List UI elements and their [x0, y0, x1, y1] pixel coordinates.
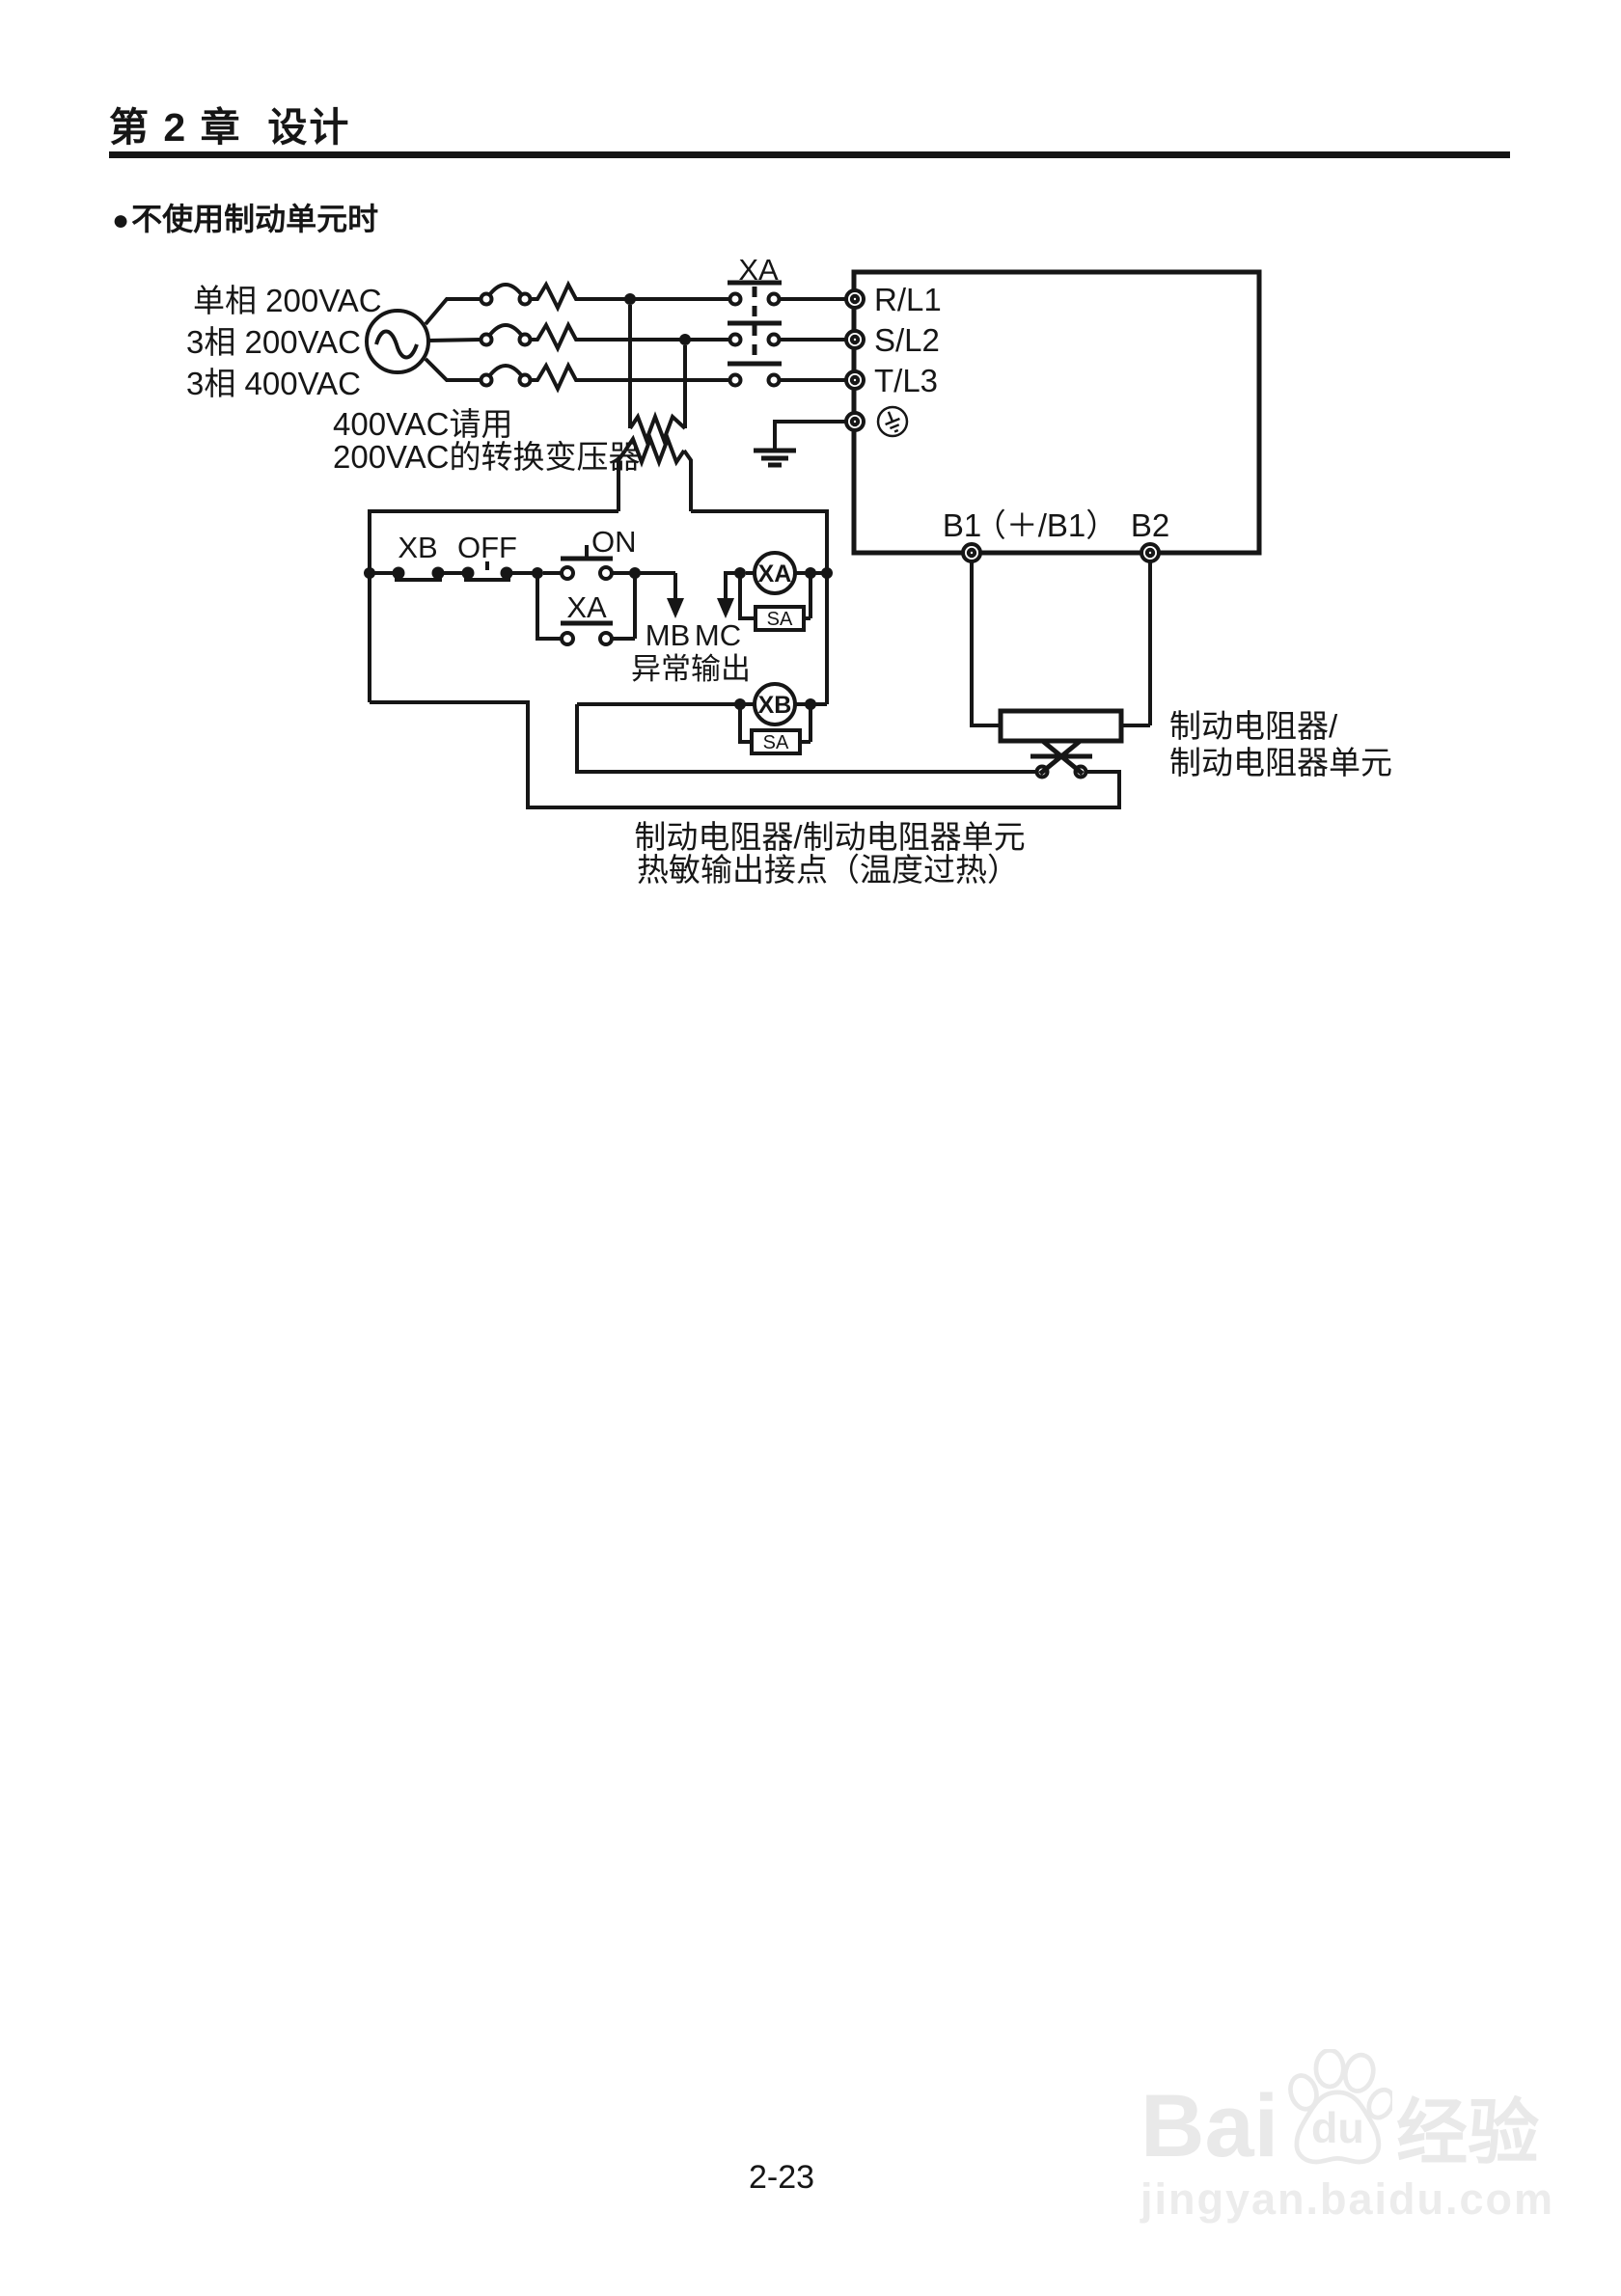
breaker-s-phase — [479, 320, 729, 353]
chapter-header: 第 2 章 设计 — [109, 105, 351, 150]
mc-label: MC — [695, 618, 741, 652]
transformer-note-1: 400VAC请用 — [333, 406, 512, 442]
section-heading: ●不使用制动单元时 — [112, 195, 378, 239]
on-button-label: ON — [591, 525, 637, 559]
breaker-t-phase — [479, 361, 729, 394]
junction-dot — [679, 334, 691, 345]
watermark-brand-row: Bai du 经验 — [1140, 2049, 1546, 2175]
contactor-xa: XA — [728, 253, 846, 388]
terminal-b1 — [961, 542, 982, 563]
b2-label: B2 — [1131, 507, 1169, 543]
source-label-1: 单相 200VAC — [193, 283, 382, 318]
bullet-icon: ● — [112, 205, 130, 236]
xb-contact-label: XB — [398, 531, 437, 564]
caption-line-1: 制动电阻器/制动电阻器单元 — [634, 819, 1025, 855]
brake-resistor — [970, 561, 1152, 744]
terminal-b2 — [1140, 542, 1161, 563]
header-rule — [109, 151, 1510, 158]
thermal-contact — [1030, 737, 1092, 779]
watermark-bai: Bai — [1140, 2076, 1279, 2175]
earth-connection — [754, 420, 846, 468]
transformer — [617, 305, 693, 511]
on-button — [543, 545, 675, 581]
baidu-paw-icon: du — [1288, 2049, 1393, 2165]
xb-coil: XB — [753, 682, 797, 726]
terminal-ground — [844, 411, 865, 432]
terminal-label-r: R/L1 — [874, 282, 942, 317]
control-wire-right-bus — [691, 509, 829, 704]
source-label-2: 3相 200VAC — [186, 324, 361, 360]
terminal-r-l1 — [844, 288, 865, 310]
mb-arrow — [667, 573, 684, 618]
caption-line-2: 热敏输出接点（温度过热） — [637, 852, 1019, 888]
off-button — [461, 561, 513, 582]
control-wire-left — [368, 509, 618, 702]
resistor-label-2: 制动电阻器单元 — [1169, 745, 1392, 780]
xa-holding-contact — [536, 573, 637, 646]
ac-source — [365, 309, 430, 374]
sa-label-1: SA — [767, 609, 793, 630]
xb-interlock-contact — [392, 566, 445, 582]
terminal-label-s: S/L2 — [874, 322, 940, 358]
terminal-t-l3 — [844, 369, 865, 391]
sine-wave-icon — [374, 329, 419, 360]
off-button-label: OFF — [457, 531, 517, 564]
xa-coil: XA — [753, 551, 797, 595]
section-title: 不使用制动单元时 — [131, 202, 379, 236]
breaker-r-phase — [479, 280, 729, 313]
xb-coil-label: XB — [758, 692, 792, 719]
resistor-label-1: 制动电阻器/ — [1169, 708, 1338, 744]
sa-surge-absorber-2: SA — [738, 704, 812, 755]
wiring-diagram: 单相 200VAC 3相 200VAC 3相 400VAC XA — [186, 253, 1392, 888]
watermark-jingyan: 经验 — [1396, 2092, 1540, 2173]
junction-dot — [624, 293, 636, 305]
b1-label: B1 — [943, 507, 981, 543]
terminal-s-l2 — [844, 329, 865, 350]
b1-alt-label: （＋/B1） — [975, 507, 1118, 543]
thermal-loop-wire — [370, 700, 1121, 809]
mb-label: MB — [646, 618, 691, 652]
xa-contact-label: XA — [566, 590, 607, 624]
mc-arrow — [717, 571, 740, 618]
watermark-url: jingyan.baidu.com — [1140, 2174, 1555, 2224]
terminal-label-t: T/L3 — [874, 363, 938, 398]
transformer-note-2: 200VAC的转换变压器 — [333, 439, 640, 475]
page-number: 2-23 — [748, 2159, 815, 2196]
baidu-watermark: Bai du 经验 jingyan.baidu.com — [1140, 2049, 1555, 2225]
fault-output-label: 异常输出 — [631, 652, 751, 686]
watermark-du: du — [1311, 2103, 1364, 2152]
sa-label-2: SA — [763, 732, 789, 753]
sa-surge-absorber-1: SA — [738, 573, 812, 632]
source-label-3: 3相 400VAC — [186, 366, 361, 401]
protective-earth-icon — [876, 405, 909, 438]
xa-coil-label: XA — [758, 560, 792, 588]
rung-xb-coil: XB SA — [575, 682, 1036, 774]
rung-start-stop: XB OFF ON — [364, 525, 833, 686]
